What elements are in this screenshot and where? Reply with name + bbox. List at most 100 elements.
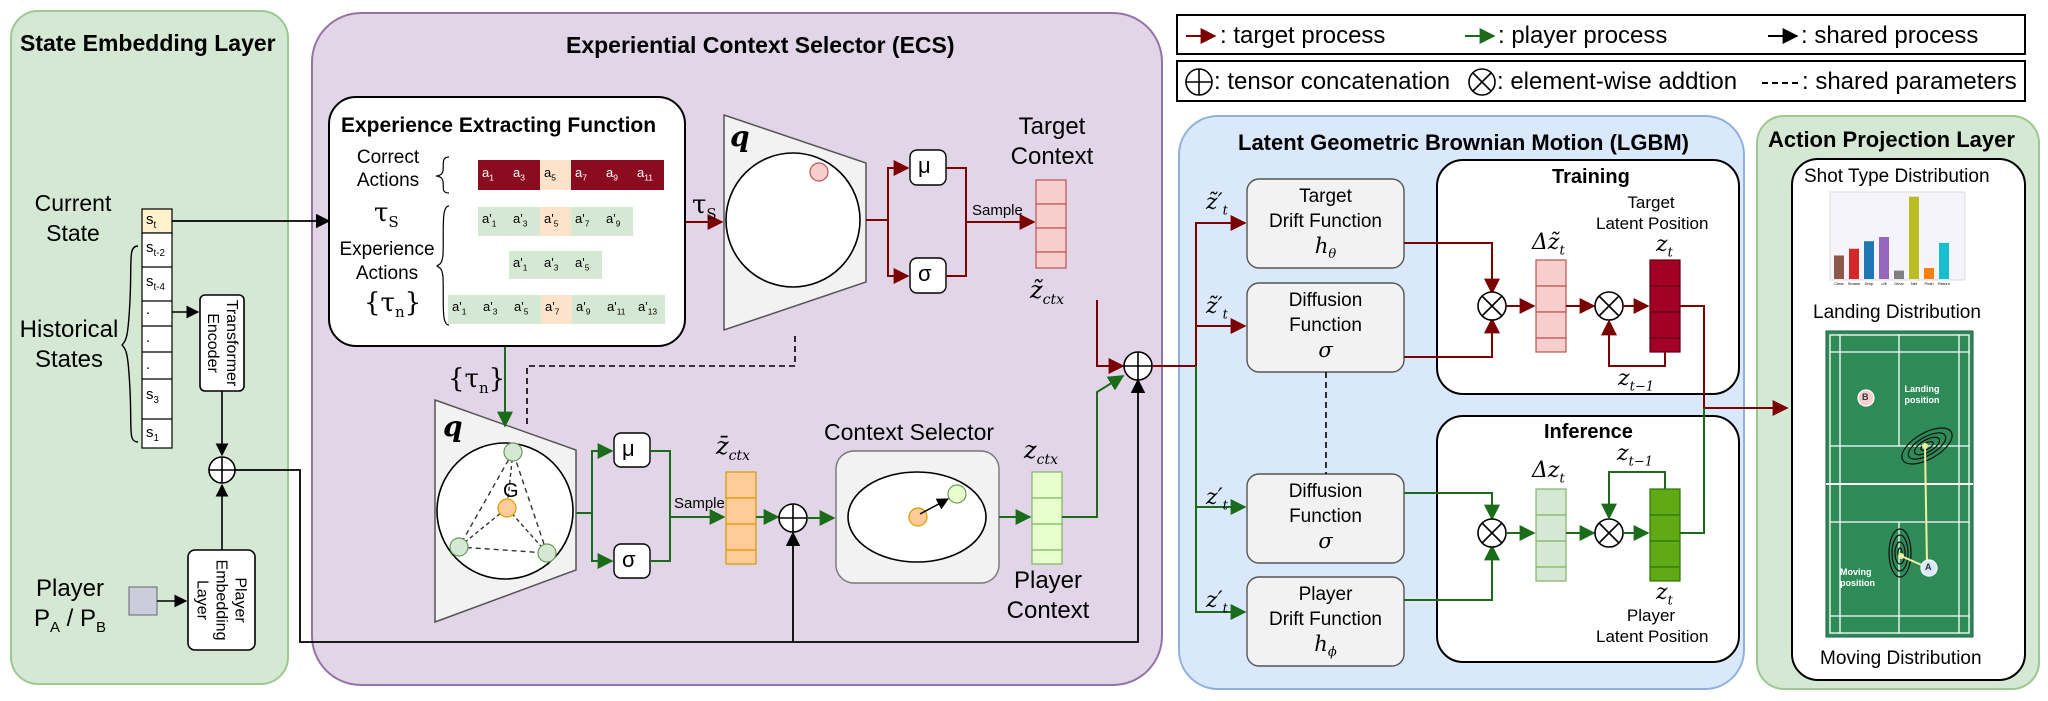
infer-ztm1-label: zt−1 <box>1617 441 1653 470</box>
arrow-train-to-projection <box>1680 305 1789 416</box>
shot-tick-label: Drop <box>1865 281 1874 286</box>
action-row-exp3 <box>448 295 665 324</box>
target-q-label: q <box>730 120 750 153</box>
arrow-player-ctx-to-concat <box>1062 375 1125 518</box>
correct-brace <box>435 156 450 194</box>
context-center-point <box>908 507 928 527</box>
shot-tick-label: Push <box>1924 281 1933 286</box>
centroid-g-label: G <box>503 480 519 502</box>
player-drift-box <box>1246 576 1405 667</box>
action-projection-title: Action Projection Layer <box>1768 127 2015 152</box>
tau-s-label: τS <box>374 198 399 232</box>
action-token-label: a'13 <box>638 299 658 317</box>
state-stack-cell-label: . <box>146 329 151 346</box>
action-token-label: a'7 <box>575 211 590 229</box>
tau-n-label: {τn} <box>364 288 422 322</box>
target-drift-box <box>1246 178 1405 269</box>
legend-concat-label: : tensor concatenation <box>1214 68 1451 95</box>
legend-box-bottom <box>1176 60 2026 102</box>
shared-params-dashed <box>526 336 796 424</box>
z-tilde-ctx-label: z̃ctx <box>1030 276 1065 308</box>
shot-tick-label: Net <box>1911 281 1918 286</box>
action-token-label: a'9 <box>576 299 591 317</box>
lgbm-title: Latent Geometric Brownian Motion (LGBM) <box>1238 130 1689 155</box>
shot-bar <box>1894 270 1904 279</box>
legend-concat-icon <box>1185 68 1213 96</box>
legend-elementwise-icon <box>1468 68 1496 96</box>
target-mu-label: μ <box>918 153 931 178</box>
legend-shared-label: : shared process <box>1801 22 1979 49</box>
infer-delta-label: Δzt <box>1532 458 1565 487</box>
player-label: Player PA / PB <box>33 575 107 636</box>
shot-bar <box>1924 268 1934 279</box>
shot-tick-label: Lift <box>1881 281 1887 286</box>
legend-elementwise-label: : element-wise addtion <box>1497 68 1738 95</box>
extract-function-title: Experience Extracting Function <box>341 114 657 137</box>
ecs-title: Experiential Context Selector (ECS) <box>566 32 955 58</box>
tau-n-arrow-label: {τn} <box>448 364 506 398</box>
historical-brace <box>121 245 139 443</box>
action-token-label: a1 <box>482 165 494 183</box>
legend-player-label: : player process <box>1498 22 1668 49</box>
action-token-label: a'5 <box>544 211 559 229</box>
player-a-marker <box>1920 559 1938 577</box>
z-bar-ctx-label: z̄ctx <box>716 432 751 464</box>
train-mult-icon <box>1477 291 1507 321</box>
training-title: Training <box>1552 166 1630 188</box>
moving-distribution-label: Moving Distribution <box>1820 648 1982 669</box>
action-row-exp2 <box>509 251 602 279</box>
landing-distribution-label: Landing Distribution <box>1813 302 1981 323</box>
player-icon-square <box>128 586 158 616</box>
z-tilde-prime-2: z̃′t <box>1206 294 1228 323</box>
ctx-concat-icon <box>778 503 808 533</box>
action-token-label: a'3 <box>544 255 559 273</box>
arrow-target-ctx-to-concat <box>1096 300 1125 374</box>
player-zbar-vector <box>725 471 757 565</box>
player-mu-label: μ <box>622 436 635 461</box>
player-latent-triangle <box>457 450 548 554</box>
target-sigma-label: σ <box>918 261 932 286</box>
train-ztm1-label: zt−1 <box>1618 366 1654 395</box>
shot-bar <box>1849 248 1859 279</box>
target-sample-label: Sample <box>972 202 1023 219</box>
action-token-label: a5 <box>544 165 556 183</box>
shot-tick-label: Clear <box>1834 281 1844 286</box>
state-stack-cell-label: . <box>146 356 151 373</box>
tau-s-arrow-label: τS <box>692 190 717 224</box>
court-lines <box>1826 334 1973 634</box>
state-concat-icon <box>208 456 236 484</box>
infer-delta-vector <box>1535 488 1567 582</box>
shot-bar <box>1864 241 1874 279</box>
shot-bar <box>1834 255 1844 279</box>
action-token-label: a'3 <box>483 299 498 317</box>
action-token-label: a3 <box>513 165 525 183</box>
context-selector-label: Context Selector <box>824 419 995 445</box>
shot-bar <box>1939 242 1949 279</box>
arrow-state-to-main-concat <box>235 378 1146 643</box>
player-sample-label: Sample <box>674 495 725 512</box>
moving-contours <box>1888 528 1912 578</box>
infer-zt-label: zt <box>1656 580 1673 609</box>
action-row-exp1 <box>478 207 633 236</box>
inference-title: Inference <box>1544 421 1633 443</box>
action-token-label: a'9 <box>606 211 621 229</box>
experience-brace <box>435 205 450 326</box>
player-context-vector <box>1031 471 1063 565</box>
player-q-label: q <box>443 410 463 443</box>
shot-type-label: Shot Type Distribution <box>1804 166 1990 187</box>
infer-add-icon <box>1594 518 1624 548</box>
infer-mult-icon <box>1477 518 1507 548</box>
train-delta-label: Δz̃t <box>1532 230 1565 259</box>
player-sigma-label: σ <box>622 547 636 572</box>
state-stack-cell-label: st-2 <box>146 239 165 259</box>
